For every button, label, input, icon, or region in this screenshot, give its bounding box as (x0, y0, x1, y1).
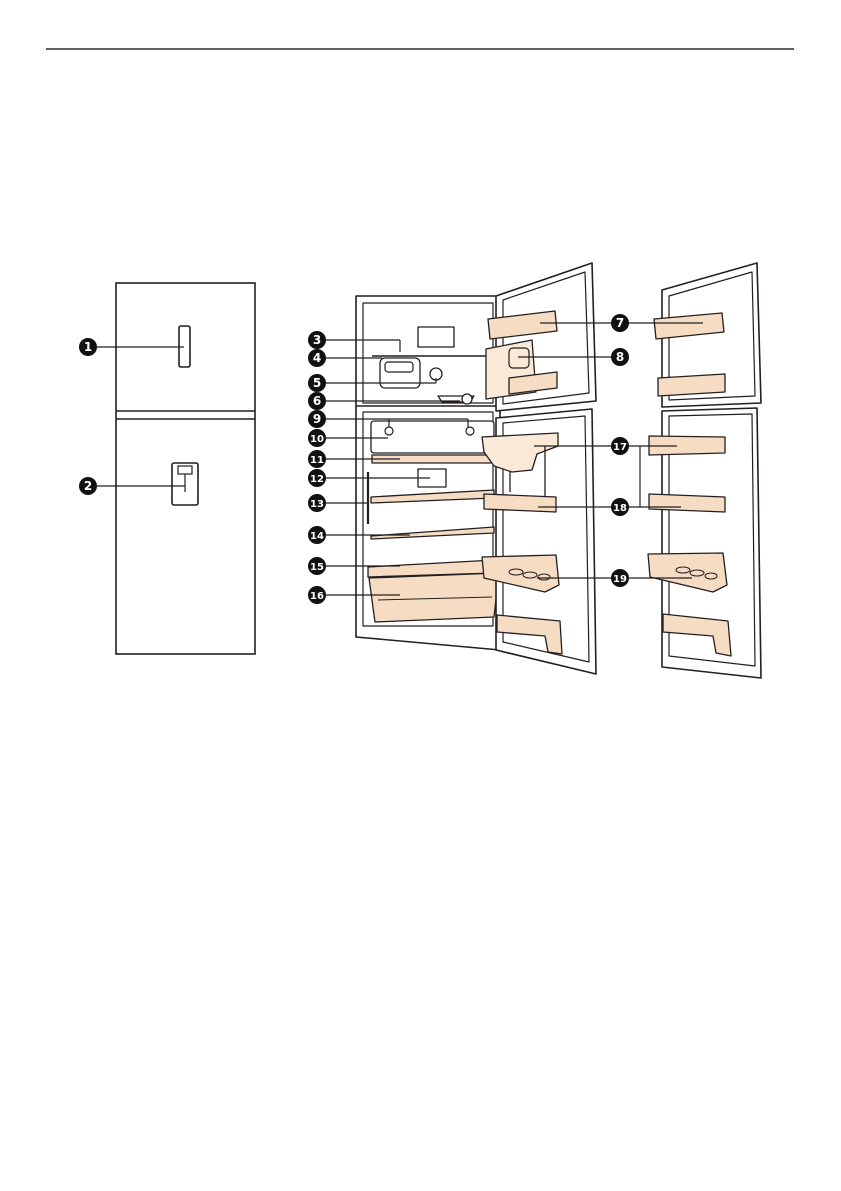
callout-number: 3 (313, 333, 321, 347)
callout-badge-2: 2 (79, 477, 97, 495)
callout-number: 18 (613, 503, 627, 514)
callout-number: 13 (310, 499, 324, 510)
callout-number: 8 (616, 350, 624, 364)
callout-badge-4: 4 (308, 349, 326, 367)
callout-badge-17: 17 (611, 437, 629, 455)
callout-number: 11 (310, 455, 324, 466)
callout-badge-1: 1 (79, 338, 97, 356)
callout-badge-12: 12 (308, 469, 326, 487)
callout-number: 4 (313, 351, 321, 365)
callout-badge-16: 16 (308, 586, 326, 604)
callout-number: 7 (616, 316, 624, 330)
callout-badge-11: 11 (308, 450, 326, 468)
callout-number: 17 (613, 442, 627, 453)
callout-badge-7: 7 (611, 314, 629, 332)
door-variant-illustration (648, 263, 761, 678)
callout-badge-19: 19 (611, 569, 629, 587)
callout-badge-10: 10 (308, 429, 326, 447)
callout-badge-18: 18 (611, 498, 629, 516)
callout-number: 5 (313, 376, 321, 390)
callout-number: 12 (310, 474, 324, 485)
callout-badge-8: 8 (611, 348, 629, 366)
callout-number: 1 (84, 340, 92, 354)
callout-badge-14: 14 (308, 526, 326, 544)
callout-badge-15: 15 (308, 557, 326, 575)
callout-number: 16 (310, 591, 324, 602)
callout-badge-6: 6 (308, 392, 326, 410)
callout-badge-13: 13 (308, 494, 326, 512)
callout-badge-3: 3 (308, 331, 326, 349)
callout-number: 19 (613, 574, 627, 585)
closed-fridge-illustration (116, 283, 255, 654)
callout-number: 9 (313, 412, 321, 426)
callout-number: 10 (310, 434, 324, 445)
callout-number: 6 (313, 394, 321, 408)
open-fridge-illustration (356, 263, 596, 674)
callout-number: 15 (310, 562, 324, 573)
callout-number: 2 (84, 479, 92, 493)
callout-badge-5: 5 (308, 374, 326, 392)
callout-number: 14 (310, 531, 324, 542)
callout-badge-9: 9 (308, 410, 326, 428)
